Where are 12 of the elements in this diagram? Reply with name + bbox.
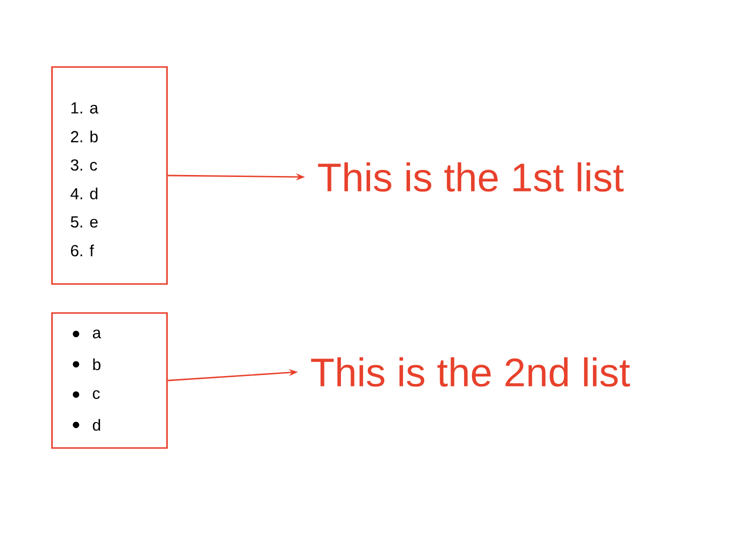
list-item: 4. d (70, 188, 98, 200)
list-item: d (72, 419, 100, 431)
caption-text: This is the 2nd list (311, 357, 630, 387)
list-item: 2. b (71, 130, 98, 142)
list-item: a (72, 330, 102, 338)
list-item: b (72, 358, 100, 370)
list-item: 6. f (71, 244, 94, 256)
list-item: 3. c (70, 159, 98, 171)
list-item: 1. a (71, 102, 98, 114)
caption-text: This is the 1st list (318, 162, 624, 192)
list-item: c (72, 390, 100, 399)
list-item: 5. e (70, 216, 98, 228)
